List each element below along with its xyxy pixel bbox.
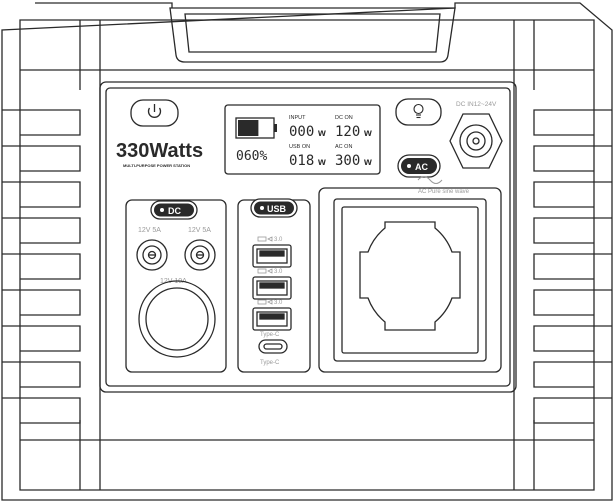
power-icon	[147, 104, 162, 118]
qc-label-2: 3.0	[257, 268, 283, 275]
svg-text:3.0: 3.0	[274, 300, 283, 306]
dc-on-label: DC ON	[335, 115, 353, 121]
brand-subtitle: MULTI-PURPOSE POWER STATION	[123, 163, 190, 168]
usb-a-port-2[interactable]	[252, 276, 292, 300]
input-value: 000	[289, 124, 314, 140]
carry-handle	[169, 7, 456, 63]
front-bezel	[99, 81, 517, 393]
dc-button-label: DC	[168, 206, 181, 216]
dc-output-section	[125, 199, 227, 373]
ac-on-label: AC ON	[335, 144, 352, 150]
car-socket[interactable]	[138, 280, 216, 358]
ac-output-label: AC Pure sine wave	[418, 189, 470, 195]
qc-icon	[257, 236, 273, 242]
lcd-display: 060% INPUT 000 w DC ON 120 w USB ON 018 …	[224, 104, 381, 175]
qc-icon	[257, 299, 273, 305]
usb-on-value: 018	[289, 153, 314, 169]
dc-on-value: 120	[335, 124, 360, 140]
qc-label-1: 3.0	[257, 236, 283, 243]
ac-button[interactable]: AC	[397, 154, 441, 178]
ac-outlet[interactable]	[333, 198, 487, 362]
dc-on-unit: w	[363, 128, 372, 139]
svg-text:3.0: 3.0	[274, 269, 283, 275]
dc-port2-label: 12V 5A	[188, 227, 211, 234]
usb-a-port-1[interactable]	[252, 244, 292, 268]
light-button[interactable]	[395, 98, 442, 126]
usb-a-port-3[interactable]	[252, 307, 292, 331]
power-button[interactable]	[130, 99, 179, 127]
battery-icon	[235, 117, 277, 139]
type-c-label-2: Type-C	[260, 360, 280, 366]
ac-on-unit: w	[363, 157, 372, 168]
type-c-label-1: Type-C	[260, 332, 280, 338]
dc-port-1[interactable]	[136, 239, 168, 271]
dc-input-port[interactable]	[449, 113, 503, 169]
input-unit: w	[317, 128, 326, 139]
ac-button-label: AC	[415, 162, 428, 172]
dc-button[interactable]: DC	[150, 200, 198, 220]
svg-text:3.0: 3.0	[274, 237, 283, 243]
left-grip	[2, 109, 81, 424]
qc-label-3: 3.0	[257, 299, 283, 306]
usb-on-unit: w	[317, 157, 326, 168]
ac-output-section	[318, 187, 502, 373]
usb-c-port[interactable]	[258, 339, 288, 354]
qc-icon	[257, 268, 273, 274]
battery-level-fill	[238, 120, 259, 136]
dc-port-2[interactable]	[184, 239, 216, 271]
wattage-title: 330Watts	[116, 140, 203, 162]
usb-button[interactable]: USB	[250, 198, 298, 218]
dc-port1-label: 12V 5A	[138, 227, 161, 234]
front-panel	[105, 87, 511, 387]
usb-button-label: USB	[267, 204, 287, 214]
ac-wave-icon	[417, 176, 443, 184]
usb-on-label: USB ON	[289, 144, 310, 150]
right-grip	[533, 109, 612, 424]
ac-on-value: 300	[335, 153, 360, 169]
lightbulb-icon	[413, 103, 424, 119]
battery-percent: 060%	[236, 149, 267, 164]
dc-input-label: DC IN12~24V	[456, 101, 497, 108]
input-label: INPUT	[289, 115, 306, 121]
